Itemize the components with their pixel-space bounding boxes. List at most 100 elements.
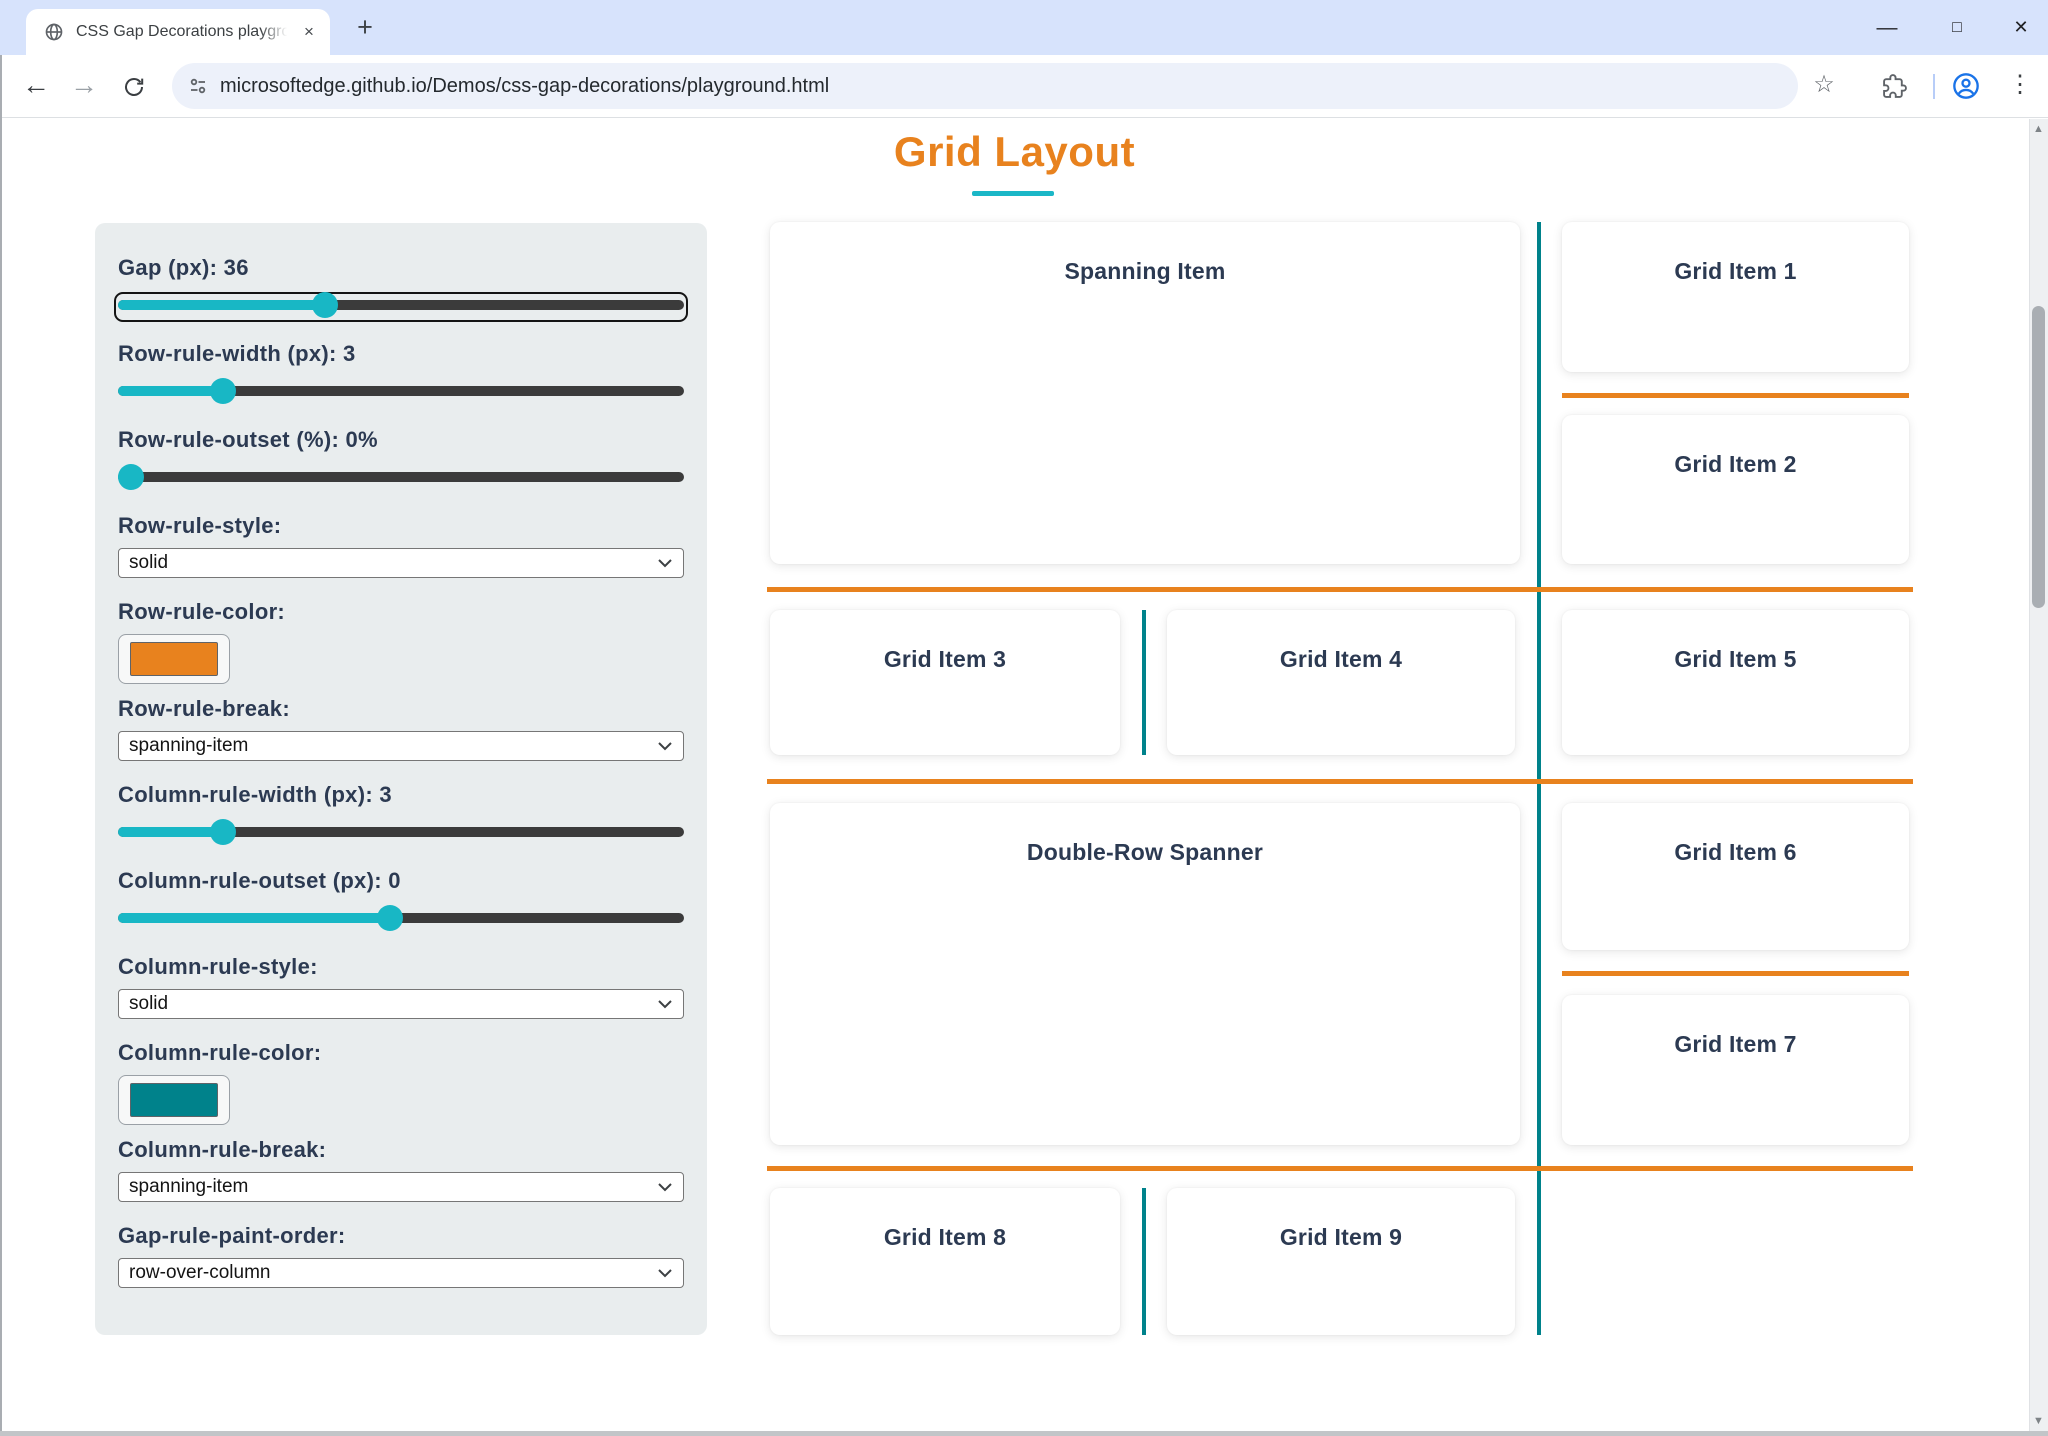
browser-menu-icon[interactable]: ⋮ <box>2008 71 2032 98</box>
row-rule <box>1562 971 1909 976</box>
chevron-down-icon <box>657 1176 673 1198</box>
row-rule-outset-slider[interactable] <box>118 462 684 492</box>
slider-thumb[interactable] <box>118 464 144 490</box>
tab-title-fade <box>260 11 292 53</box>
chevron-down-icon <box>657 993 673 1015</box>
row-rule <box>767 1166 1913 1171</box>
chevron-down-icon <box>657 1262 673 1284</box>
chevron-down-icon <box>657 735 673 757</box>
slider-thumb[interactable] <box>209 378 236 404</box>
row-rule-outset-control: Row-rule-outset (%): 0% <box>118 427 684 492</box>
slider-track[interactable] <box>118 300 684 310</box>
row-rule-style-select[interactable]: solid <box>118 548 684 578</box>
column-rule-width-slider[interactable] <box>118 817 684 847</box>
row-rule-break-select[interactable]: spanning-item <box>118 731 684 761</box>
grid-card-spanning-item: Spanning Item <box>770 222 1520 564</box>
extensions-icon[interactable] <box>1882 74 1907 104</box>
grid-card-3: Grid Item 3 <box>770 610 1120 755</box>
gap-label: Gap (px): 36 <box>118 255 249 280</box>
select-value: spanning-item <box>129 735 249 756</box>
window-border-bottom <box>0 1431 2048 1436</box>
grid-card-6: Grid Item 6 <box>1562 803 1909 950</box>
window-minimize-button[interactable]: — <box>1876 16 1898 39</box>
column-rule-color-picker[interactable] <box>118 1075 230 1125</box>
browser-tab[interactable]: CSS Gap Decorations playgroun × <box>26 9 330 55</box>
column-rule <box>1142 1188 1146 1335</box>
grid-card-5: Grid Item 5 <box>1562 610 1909 755</box>
column-rule-break-control: Column-rule-break: spanning-item <box>118 1137 684 1202</box>
window-maximize-button[interactable]: □ <box>1952 19 1962 36</box>
reload-button[interactable] <box>112 55 156 118</box>
grid-card-1: Grid Item 1 <box>1562 222 1909 372</box>
tab-title: CSS Gap Decorations playgroun <box>76 23 290 40</box>
color-swatch <box>130 642 218 676</box>
tab-close-icon[interactable]: × <box>304 22 314 41</box>
scrollbar-up-arrow[interactable]: ▲ <box>2033 123 2044 135</box>
select-value: spanning-item <box>129 1176 249 1197</box>
scrollbar-thumb[interactable] <box>2032 306 2045 608</box>
row-rule <box>767 779 1913 784</box>
row-rule-color-picker[interactable] <box>118 634 230 684</box>
column-rule-width-control: Column-rule-width (px): 3 <box>118 782 684 847</box>
row-rule-color-control: Row-rule-color: <box>118 599 684 684</box>
gap-rule-paint-order-label: Gap-rule-paint-order: <box>118 1223 346 1248</box>
row-rule-color-label: Row-rule-color: <box>118 599 286 624</box>
column-rule-outset-slider[interactable] <box>118 903 684 933</box>
row-rule-width-slider[interactable] <box>118 376 684 406</box>
gap-control: Gap (px): 36 <box>114 255 688 322</box>
column-rule-style-control: Column-rule-style: solid <box>118 954 684 1019</box>
grid-card-double-row-spanner: Double-Row Spanner <box>770 803 1520 1145</box>
title-underline <box>972 191 1054 196</box>
row-rule-style-label: Row-rule-style: <box>118 513 282 538</box>
slider-thumb[interactable] <box>312 292 339 318</box>
grid-card-7: Grid Item 7 <box>1562 995 1909 1145</box>
slider-fill <box>118 386 226 396</box>
gap-slider[interactable] <box>114 290 688 322</box>
slider-track[interactable] <box>118 472 684 482</box>
toolbar-separator <box>1933 74 1935 99</box>
column-rule <box>1142 610 1146 755</box>
column-rule-style-label: Column-rule-style: <box>118 954 318 979</box>
select-value: solid <box>129 993 169 1014</box>
color-swatch <box>130 1083 218 1117</box>
column-rule-outset-control: Column-rule-outset (px): 0 <box>118 868 684 933</box>
slider-thumb[interactable] <box>377 905 404 931</box>
row-rule-width-control: Row-rule-width (px): 3 <box>118 341 684 406</box>
slider-fill <box>118 913 394 923</box>
grid-card-4: Grid Item 4 <box>1167 610 1515 755</box>
gap-rule-paint-order-control: Gap-rule-paint-order: row-over-column <box>118 1223 684 1288</box>
row-rule <box>767 587 1913 592</box>
select-value: row-over-column <box>129 1262 271 1283</box>
grid-card-8: Grid Item 8 <box>770 1188 1120 1335</box>
grid-demo: Spanning Item Grid Item 1 Grid Item 2 Gr… <box>767 222 1913 1335</box>
profile-avatar-icon[interactable] <box>1952 72 1980 105</box>
url-text[interactable]: microsoftedge.github.io/Demos/css-gap-de… <box>220 75 830 97</box>
chevron-down-icon <box>657 552 673 574</box>
globe-icon <box>44 22 64 47</box>
forward-button[interactable]: → <box>70 69 98 100</box>
grid-card-2: Grid Item 2 <box>1562 415 1909 564</box>
bookmark-star-icon[interactable]: ☆ <box>1813 71 1835 98</box>
site-info-icon[interactable] <box>188 76 208 101</box>
window-close-button[interactable]: ✕ <box>2013 17 2029 37</box>
row-rule <box>1562 393 1909 398</box>
slider-track[interactable] <box>118 827 684 837</box>
column-rule-break-label: Column-rule-break: <box>118 1137 327 1162</box>
window-border-left <box>0 55 2 1436</box>
scrollbar-down-arrow[interactable]: ▼ <box>2033 1415 2044 1427</box>
new-tab-button[interactable]: + <box>357 12 373 42</box>
row-rule-style-control: Row-rule-style: solid <box>118 513 684 578</box>
page-title: Grid Layout <box>893 128 1136 175</box>
row-rule-outset-label: Row-rule-outset (%): 0% <box>118 427 378 452</box>
browser-toolbar: ← → microsoftedge.github.io/Demos/css-ga… <box>0 55 2048 118</box>
grid-card-9: Grid Item 9 <box>1167 1188 1515 1335</box>
column-rule-style-select[interactable]: solid <box>118 989 684 1019</box>
back-button[interactable]: ← <box>22 69 50 100</box>
row-rule-width-label: Row-rule-width (px): 3 <box>118 341 356 366</box>
address-bar[interactable]: microsoftedge.github.io/Demos/css-gap-de… <box>172 63 1798 109</box>
column-rule-color-label: Column-rule-color: <box>118 1040 322 1065</box>
slider-track[interactable] <box>118 386 684 396</box>
gap-rule-paint-order-select[interactable]: row-over-column <box>118 1258 684 1288</box>
slider-thumb[interactable] <box>209 819 236 845</box>
column-rule-break-select[interactable]: spanning-item <box>118 1172 684 1202</box>
